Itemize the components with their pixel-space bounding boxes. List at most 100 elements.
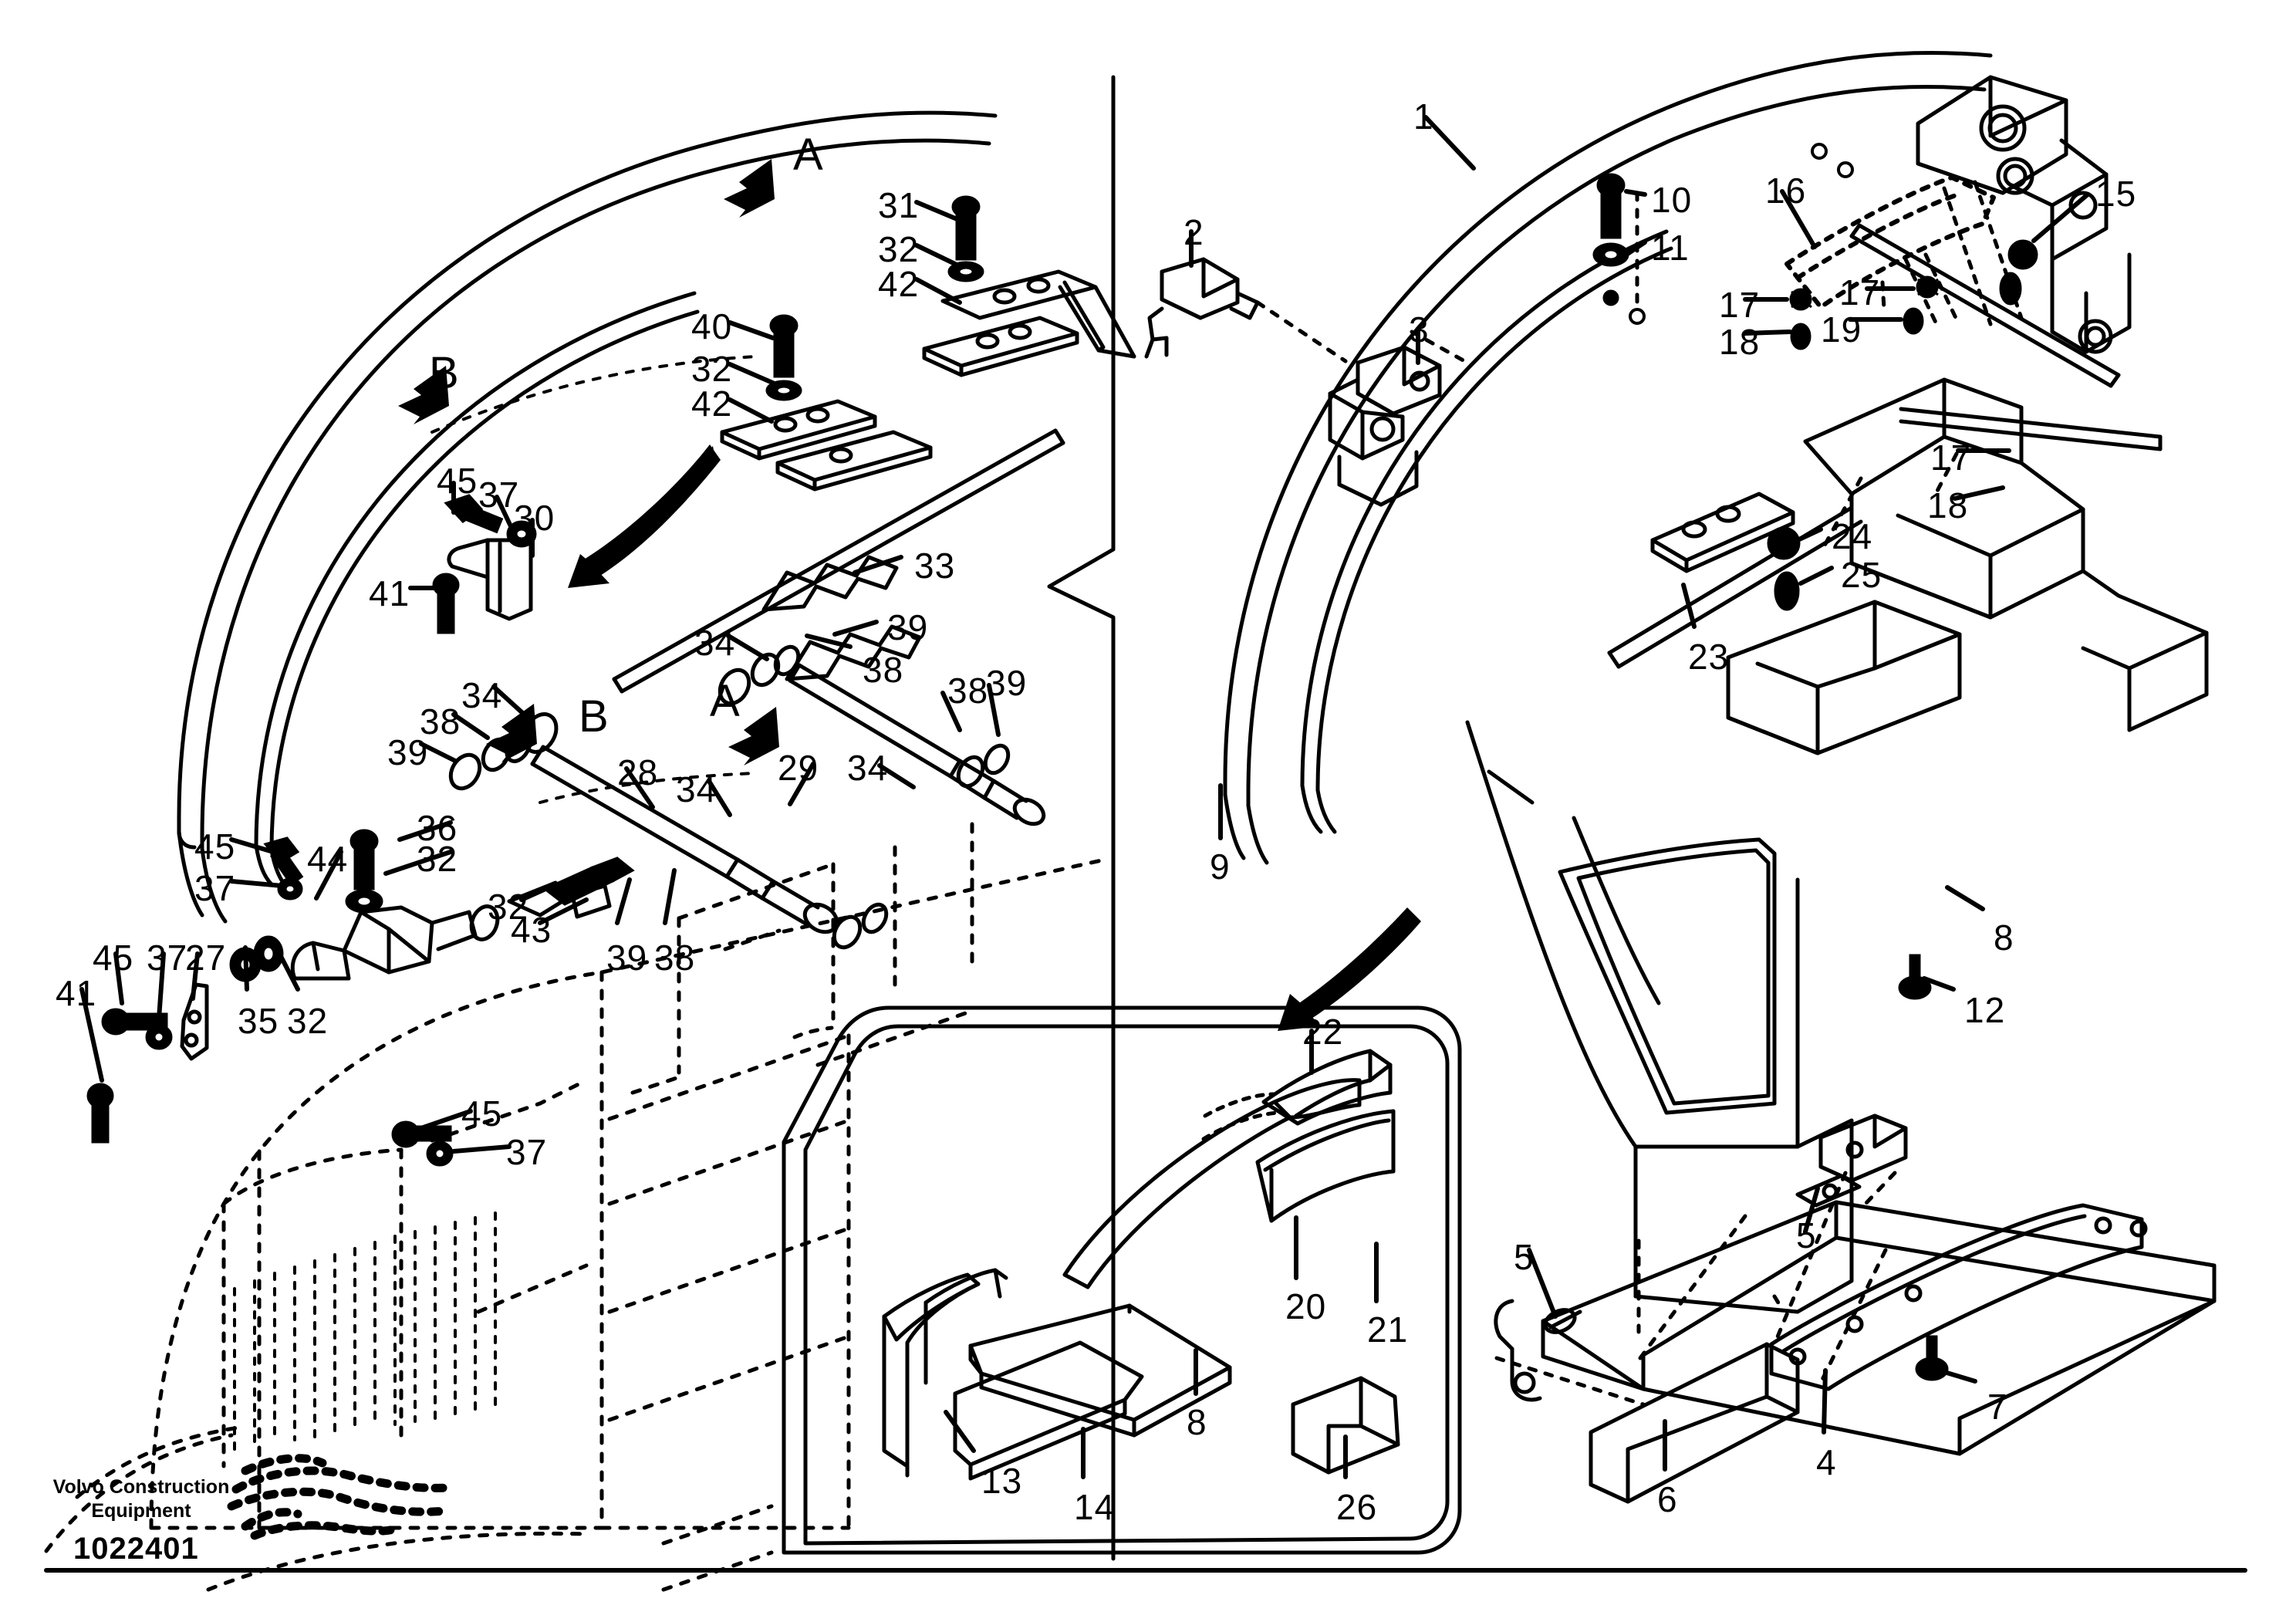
brand-line-1: Volvo Construction — [52, 1476, 230, 1498]
bracket-plate-mid2 — [775, 430, 933, 492]
corner-plate-15 — [1916, 75, 2132, 354]
callout-ref-39: 39 — [986, 663, 1028, 703]
callout-ref-35: 35 — [238, 1001, 279, 1041]
callout-ref-42: 42 — [878, 264, 920, 304]
left-seal-strip — [612, 428, 1065, 694]
callout-ref-38: 38 — [420, 701, 461, 742]
callout-ref-38: 38 — [863, 650, 904, 690]
callout-ref-2: 2 — [1183, 212, 1204, 252]
fastener-17b — [1916, 275, 1939, 299]
right-canopy-seal — [1300, 229, 1673, 834]
callout-ref-28: 28 — [617, 752, 659, 792]
callout-ref-23: 23 — [1688, 637, 1730, 677]
arrow-B-left — [398, 366, 449, 424]
right-guide-lines — [1255, 191, 1959, 1407]
hole-mark-a — [1602, 289, 1619, 306]
callout-ref-34: 34 — [461, 675, 503, 715]
callout-ref-8: 8 — [1994, 917, 2014, 958]
callout-ref-36: 36 — [417, 808, 458, 848]
fastener-18a — [1790, 323, 1811, 350]
screw-7 — [1915, 1335, 1949, 1381]
callout-ref-39: 39 — [887, 607, 929, 647]
gas-strut-28 — [530, 745, 839, 934]
bolt-36 — [349, 829, 379, 890]
callout-ref-29: 29 — [778, 748, 819, 788]
callout-ref-45: 45 — [93, 938, 134, 978]
fastener-25 — [1774, 571, 1800, 611]
callout-ref-22: 22 — [1302, 1012, 1344, 1052]
inset-panel — [782, 1005, 1462, 1555]
fastener-19 — [1903, 307, 1924, 335]
callout-ref-4: 4 — [1816, 1442, 1837, 1482]
callout-ref-32: 32 — [287, 1001, 329, 1041]
arrow-B-mid — [486, 704, 537, 762]
screw-41-bottomleft — [86, 1083, 114, 1144]
brand-label: Volvo Construction Equipment — [37, 1475, 245, 1524]
callout-ref-38: 38 — [654, 938, 696, 978]
left-hood-outline — [177, 110, 998, 924]
hood-ghost-lines — [430, 355, 758, 804]
callout-ref-34: 34 — [676, 769, 718, 809]
callout-ref-37: 37 — [478, 475, 520, 515]
inset-hood-ghost — [792, 1026, 834, 1039]
callout-ref-45: 45 — [437, 461, 478, 501]
callout-ref-8: 8 — [1187, 1402, 1207, 1442]
callout-ref-21: 21 — [1367, 1309, 1409, 1350]
callout-ref-41: 41 — [56, 973, 97, 1013]
cab-front-bracket — [1795, 1113, 1908, 1208]
callout-ref-38: 38 — [947, 671, 989, 711]
right-canopy-body — [1465, 720, 1854, 1314]
strut-hardware-right — [832, 902, 889, 950]
callout-ref-39: 39 — [606, 938, 648, 978]
drawing-number: 1022401 — [73, 1532, 199, 1566]
callout-ref-44: 44 — [307, 839, 349, 879]
callout-ref-26: 26 — [1336, 1487, 1378, 1527]
bolt-45-midleft — [263, 836, 304, 886]
callout-ref-30: 30 — [514, 498, 555, 538]
callout-ref-10: 10 — [1651, 180, 1693, 220]
callout-ref-12: 12 — [1964, 990, 2006, 1030]
bolt-10 — [1596, 173, 1626, 239]
callout-ref-3: 3 — [1409, 309, 1430, 350]
callout-ref-32: 32 — [417, 839, 458, 879]
callout-ref-16: 16 — [1765, 171, 1807, 211]
callout-ref-45: 45 — [194, 826, 236, 867]
clip-strip-33 — [761, 555, 899, 612]
bracket-plate-lower — [922, 316, 1079, 377]
brand-line-2: Equipment — [91, 1500, 191, 1522]
callout-ref-41: 41 — [369, 573, 410, 613]
clip-strip-33b — [785, 624, 922, 681]
callout-ref-14: 14 — [1074, 1487, 1116, 1527]
hole-mark-b — [1629, 308, 1646, 325]
section-mark-B-left: B — [429, 348, 459, 398]
callout-ref-45: 45 — [461, 1093, 503, 1134]
callout-ref-39: 39 — [387, 732, 429, 772]
grille-slats — [233, 1211, 497, 1452]
section-mark-A-top: A — [793, 130, 823, 180]
callout-ref-6: 6 — [1657, 1479, 1678, 1519]
callout-ref-11: 11 — [1651, 228, 1690, 268]
panel-divider — [1047, 75, 1116, 1561]
fastener-17c — [2007, 239, 2038, 270]
callout-ref-37: 37 — [194, 868, 236, 908]
leader-lines — [79, 115, 2090, 1479]
callout-ref-25: 25 — [1841, 555, 1882, 595]
bracket-plate-mid — [720, 399, 877, 461]
callout-ref-15: 15 — [2095, 174, 2137, 214]
fastener-17a — [1789, 288, 1812, 311]
callout-ref-40: 40 — [691, 306, 733, 346]
fasteners — [86, 143, 2038, 1381]
callout-ref-18: 18 — [1927, 485, 1969, 525]
bolt-31 — [951, 195, 981, 261]
fastener-24 — [1767, 526, 1801, 560]
callout-ref-37: 37 — [147, 938, 188, 978]
callout-ref-18: 18 — [1719, 322, 1761, 362]
callout-ref-33: 33 — [914, 546, 956, 586]
callout-ref-5: 5 — [1514, 1237, 1535, 1277]
section-arrows — [398, 159, 1421, 1031]
callout-ref-27: 27 — [185, 938, 227, 978]
fitting-43 — [542, 857, 635, 906]
